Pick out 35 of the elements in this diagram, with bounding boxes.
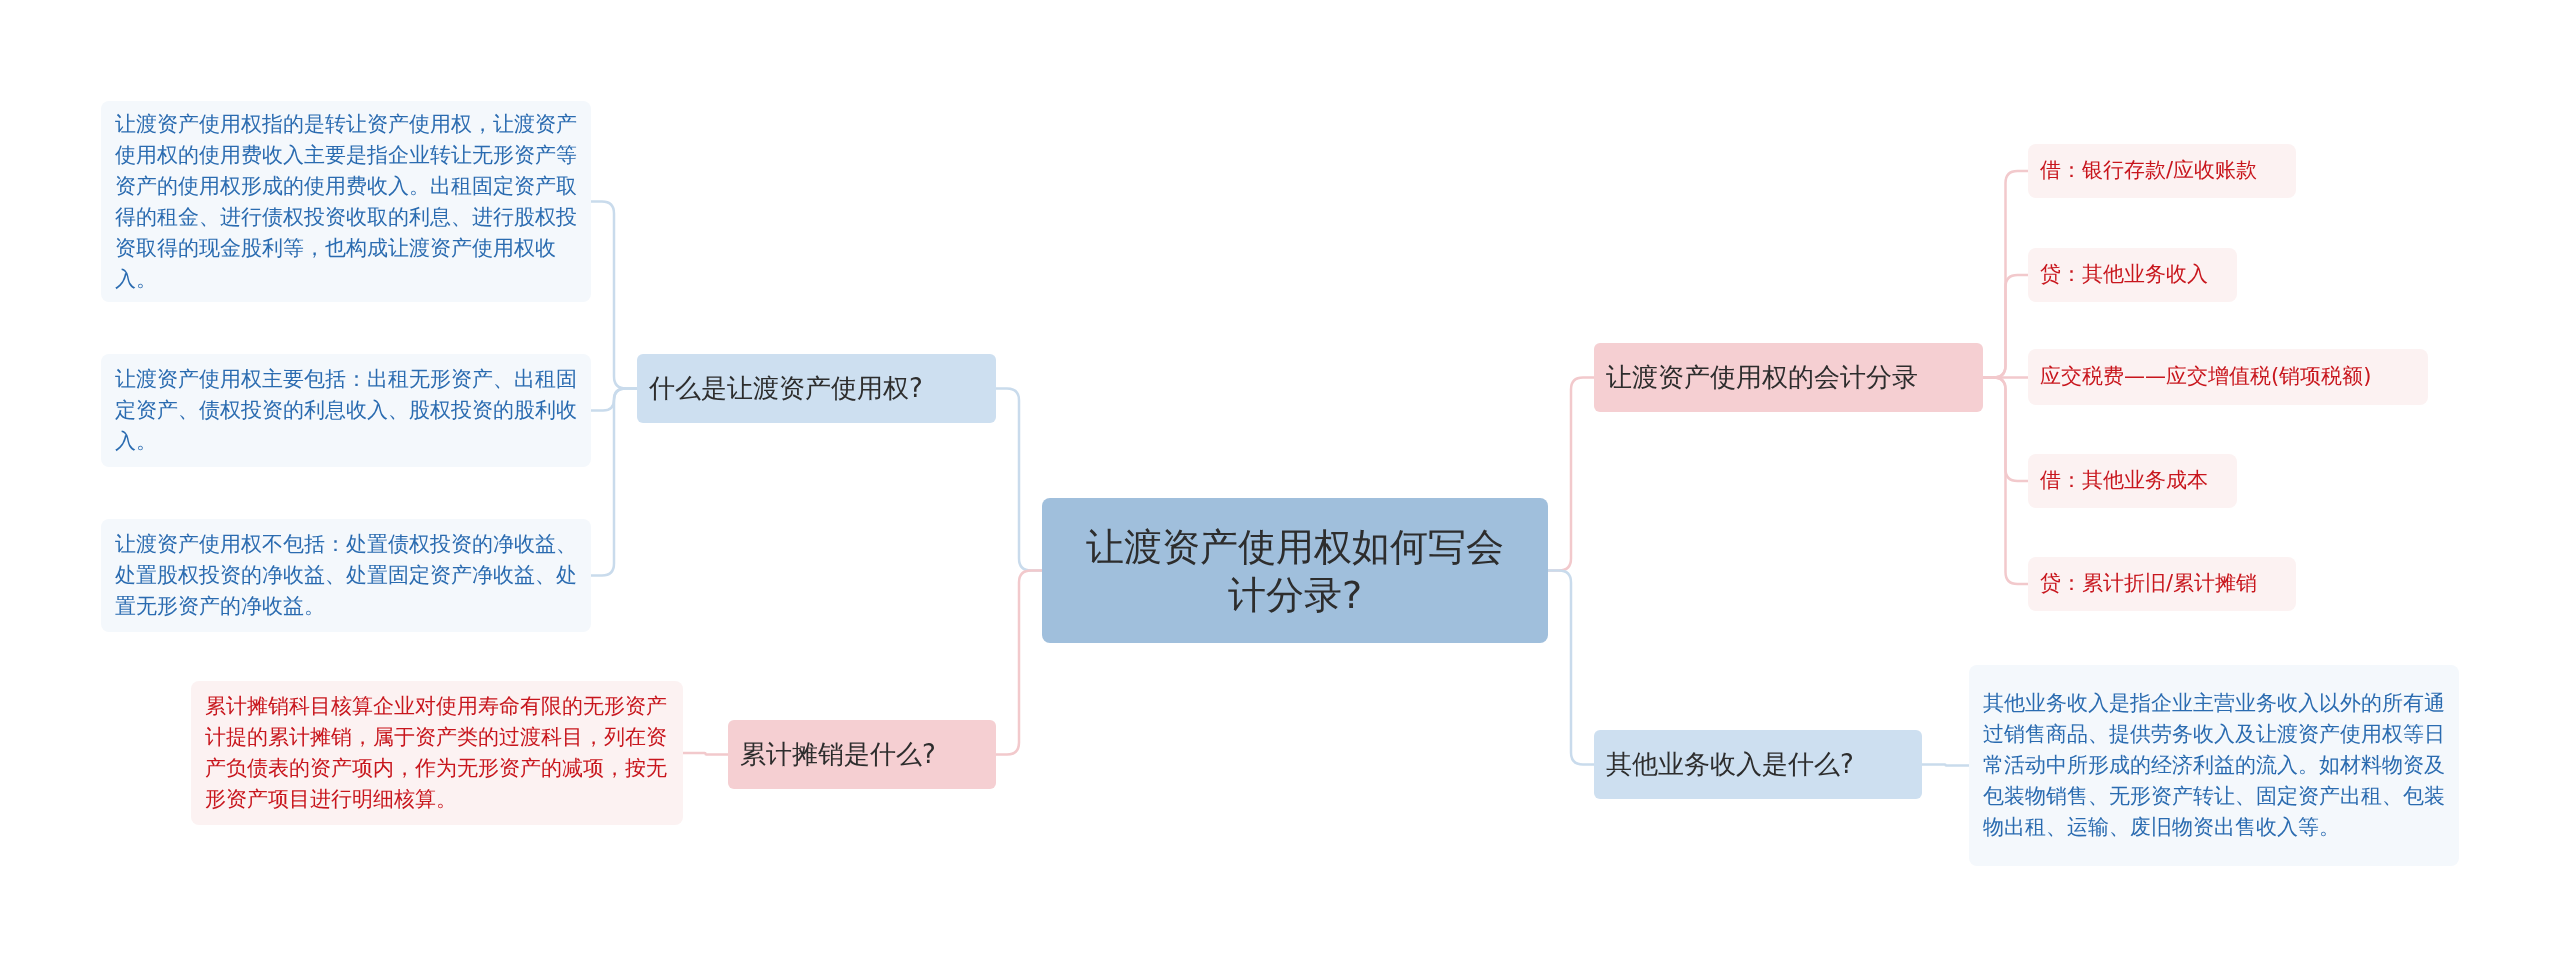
branch-topic-box xyxy=(728,720,996,789)
node-text: 什么是让渡资产使用权? xyxy=(649,372,923,405)
node-text: 其他业务收入是什么? xyxy=(1606,748,1854,781)
branch-topic-box xyxy=(637,354,996,423)
connector-line xyxy=(1922,763,1969,767)
entry-box xyxy=(2028,454,2237,508)
node-text: 累计摊销科目核算企业对使用寿命有限的无形资产计提的累计摊销，属于资产类的过渡科目，列在资产负债表的资产项内，作为无形资产的减项，按无形资产项目进行明细核算。 xyxy=(205,693,668,813)
node-text: 贷：其他业务收入 xyxy=(2040,261,2208,289)
connector-line xyxy=(683,751,728,756)
branch-topic-box xyxy=(1594,730,1922,799)
note-box xyxy=(191,681,683,825)
node-text: 其他业务收入是指企业主营业务收入以外的所有通过销售商品、提供劳务收入及让渡资产使用权等日常活动中所形成的经济利益的流入。如材料物资及包装物销售、无形资产转让、固定资产出租、包装物出租、运输、废旧物资出售收入等。 xyxy=(1983,690,2445,841)
connector-line xyxy=(996,569,1042,756)
note-box xyxy=(101,354,591,467)
node-text: 让渡资产使用权的会计分录 xyxy=(1606,361,1918,394)
node-text: 让渡资产使用权如何写会计分录? xyxy=(1085,523,1505,619)
node-text: 让渡资产使用权主要包括：出租无形资产、出租固定资产、债权投资的利息收入、股权投资的股利收入。 xyxy=(115,366,577,455)
central-topic-box xyxy=(1042,498,1548,643)
connector-line xyxy=(1548,569,1594,766)
entry-box xyxy=(2028,248,2237,302)
note-box xyxy=(1969,665,2459,866)
node-text: 让渡资产使用权不包括：处置债权投资的净收益、处置股权投资的净收益、处置固定资产净收益、处置无形资产的净收益。 xyxy=(115,531,577,620)
entry-box xyxy=(2028,349,2428,405)
entry-box xyxy=(2028,557,2296,611)
note-box xyxy=(101,519,591,632)
node-text: 借：银行存款/应收账款 xyxy=(2040,157,2258,185)
node-text: 让渡资产使用权指的是转让资产使用权，让渡资产使用权的使用费收入主要是指企业转让无形资产等资产的使用权形成的使用费收入。出租固定资产取得的租金、进行债权投资收取的利息、进行股权投资取得的现金股利等，也构成让渡资产使用权收入。 xyxy=(115,110,577,293)
branch-topic-box xyxy=(1594,343,1983,412)
node-text: 应交税费——应交增值税(销项税额) xyxy=(2040,363,2372,391)
connector-line xyxy=(1983,376,2028,586)
node-text: 贷：累计折旧/累计摊销 xyxy=(2040,570,2258,598)
entry-box xyxy=(2028,144,2296,198)
node-text: 累计摊销是什么? xyxy=(740,738,936,771)
node-text: 借：其他业务成本 xyxy=(2040,467,2208,495)
connector-line xyxy=(591,387,637,577)
